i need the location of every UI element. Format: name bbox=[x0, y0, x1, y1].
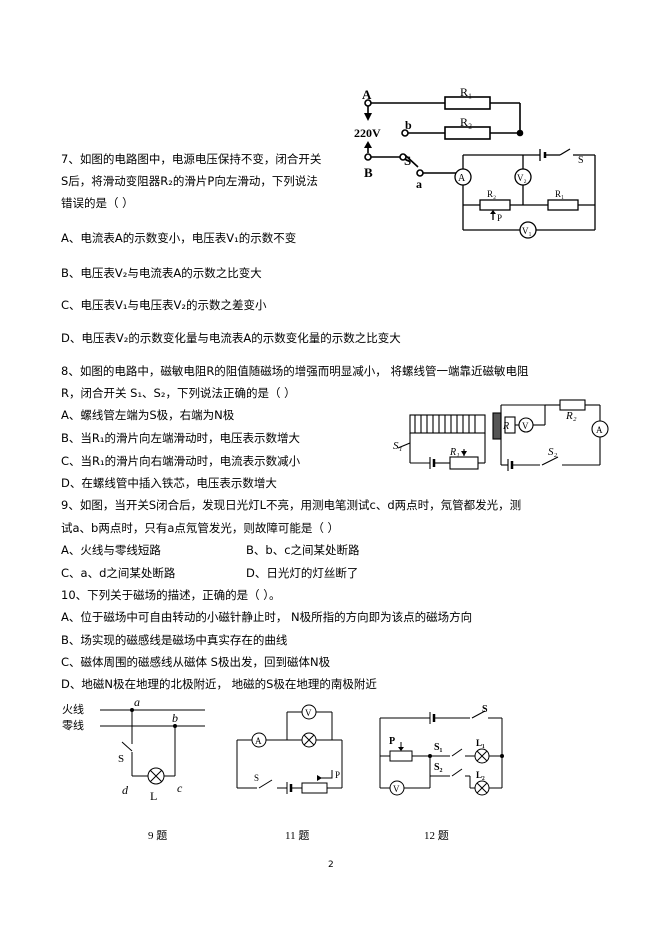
q10-option-a: A、位于磁场中可自由转动的小磁针静止时， N极所指的方向即为该点的磁场方向 bbox=[61, 610, 473, 624]
fig8-voltmeter-label: V bbox=[522, 421, 529, 431]
q7-option-b: B、电压表V₂与电流表A的示数之比变大 bbox=[61, 266, 262, 280]
q9-stem-line1: 9、如图，当开关S闭合后，发现日光灯L不亮，用测电笔测试c、d两点时，氖管都发光… bbox=[61, 498, 522, 512]
q8-solenoid-circuit-figure: S₁ R₁ R V R₂ A S₂ bbox=[393, 399, 609, 471]
fig9-household-circuit: 火线 零线 a b S d L c bbox=[62, 695, 205, 803]
q10-option-b: B、场实现的磁感线是磁场中真实存在的曲线 bbox=[61, 633, 288, 647]
fig7b-v1-label: V₁ bbox=[522, 226, 532, 236]
fig9-caption: 9 题 bbox=[148, 830, 168, 842]
fig7a-label-B: B bbox=[364, 165, 373, 180]
fig11-slider-label: P bbox=[335, 770, 340, 780]
fig12-l1-label: L₁ bbox=[476, 738, 485, 748]
fig8-ammeter-label: A bbox=[596, 425, 603, 435]
fig9-fire-wire-label: 火线 bbox=[62, 702, 84, 716]
fig8-r1-label: R₁ bbox=[449, 447, 460, 458]
q7-stem-line3: 错误的是（ ） bbox=[61, 196, 134, 210]
q9-option-d: D、日光灯的灯丝断了 bbox=[246, 566, 359, 580]
q8-option-c: C、当R₁的滑片向右端滑动时，电流表示数减小 bbox=[61, 454, 301, 468]
q9-option-c: C、a、d之间某处断路 bbox=[61, 566, 176, 580]
fig7b-slider-label: P bbox=[497, 213, 502, 223]
fig7a-label-S: S bbox=[404, 153, 411, 168]
q8-stem-line1: 8、如图的电路中，磁敏电阻R的阻值随磁场的增强而明显减小， 将螺线管一端靠近磁敏… bbox=[61, 364, 529, 378]
q7-option-a: A、电流表A的示数变小，电压表V₁的示数不变 bbox=[61, 231, 297, 245]
q7-option-c: C、电压表V₁与电压表V₂的示数之差变小 bbox=[61, 298, 267, 312]
fig11-voltmeter-label: V bbox=[305, 708, 312, 718]
fig7b-r2-label: R₂ bbox=[487, 189, 496, 199]
fig9-point-d: d bbox=[122, 783, 129, 797]
fig7b-r1-label: R₁ bbox=[555, 189, 564, 199]
fig7a-label-R1: R₁ bbox=[460, 85, 472, 99]
q8-option-d: D、在螺线管中插入铁芯，电压表示数增大 bbox=[61, 476, 277, 490]
fig12-l2-label: L₂ bbox=[476, 770, 485, 780]
fig11-ammeter-label: A bbox=[255, 736, 262, 746]
fig8-r2-label: R₂ bbox=[565, 410, 577, 422]
fig7a-voltage-label: 220V bbox=[354, 126, 381, 140]
q7-meter-circuit-figure: A V₂ V₁ R₂ R₁ P S bbox=[454, 148, 596, 239]
q9-option-b: B、b、c之间某处断路 bbox=[246, 543, 360, 557]
fig9-neutral-wire-label: 零线 bbox=[62, 718, 84, 732]
fig7a-label-b: b bbox=[405, 118, 412, 132]
q9-stem-line2: 试a、b两点时，只有a点氖管发光，则故障可能是（ ） bbox=[61, 521, 340, 535]
fig12-caption: 12 题 bbox=[424, 830, 449, 842]
q7-stem-line1: 7、如图的电路图中，电源电压保持不变，闭合开关 bbox=[61, 152, 322, 166]
fig7b-ammeter-label: A bbox=[458, 173, 466, 184]
fig12-s1-label: S₁ bbox=[434, 742, 443, 753]
fig12-s2-label: S₂ bbox=[434, 762, 443, 773]
fig9-point-c: c bbox=[177, 781, 183, 795]
fig9-lamp-label: L bbox=[150, 789, 157, 803]
fig8-s2-label: S₂ bbox=[548, 446, 558, 458]
fig12-slider-label: P bbox=[389, 736, 395, 747]
fig9-point-b: b bbox=[172, 711, 178, 725]
fig11-circuit: A V S P bbox=[236, 704, 343, 794]
fig12-main-switch-label: S bbox=[482, 704, 488, 715]
q8-option-a: A、螺线管左端为S极，右端为N极 bbox=[61, 408, 235, 422]
fig8-s1-label: S₁ bbox=[393, 440, 403, 452]
fig12-voltmeter-label: V bbox=[393, 784, 400, 794]
q10-option-c: C、磁体周围的磁感线从磁体 S极出发，回到磁体N极 bbox=[61, 655, 331, 669]
q10-stem: 10、下列关于磁场的描述，正确的是（ ）。 bbox=[61, 588, 281, 602]
page-number: 2 bbox=[328, 860, 334, 870]
q7-option-d: D、电压表V₂的示数变化量与电流表A的示数变化量的示数之比变大 bbox=[61, 331, 401, 345]
q7-stem-line2: S后，将滑动变阻器R₂的滑片P向左滑动，下列说法 bbox=[61, 174, 318, 188]
q8-option-b: B、当R₁的滑片向左端滑动时，电压表示数增大 bbox=[61, 431, 300, 445]
q7-mains-circuit-figure: A 220V B b S a R₁ R₂ bbox=[354, 85, 524, 191]
fig11-caption: 11 题 bbox=[285, 830, 310, 842]
fig9-point-a: a bbox=[134, 695, 140, 709]
q8-stem-line2: R，闭合开关 S₁、S₂，下列说法正确的是（ ） bbox=[61, 386, 296, 400]
fig7b-v2-label: V₂ bbox=[517, 173, 527, 183]
q10-option-d: D、地磁N极在地理的北极附近， 地磁的S极在地理的南极附近 bbox=[61, 677, 377, 691]
q9-option-a: A、火线与零线短路 bbox=[61, 543, 161, 557]
fig12-circuit: S P S₁ S₂ L₁ L₂ V bbox=[379, 704, 504, 796]
fig9-switch-label: S bbox=[118, 753, 124, 765]
fig11-switch-label: S bbox=[254, 773, 259, 783]
fig7a-label-A: A bbox=[362, 87, 372, 102]
fig7b-switch-label: S bbox=[578, 155, 584, 166]
fig8-r-label: R bbox=[502, 421, 509, 432]
fig7a-label-a: a bbox=[416, 177, 422, 191]
fig7a-label-R2: R₂ bbox=[460, 115, 472, 129]
